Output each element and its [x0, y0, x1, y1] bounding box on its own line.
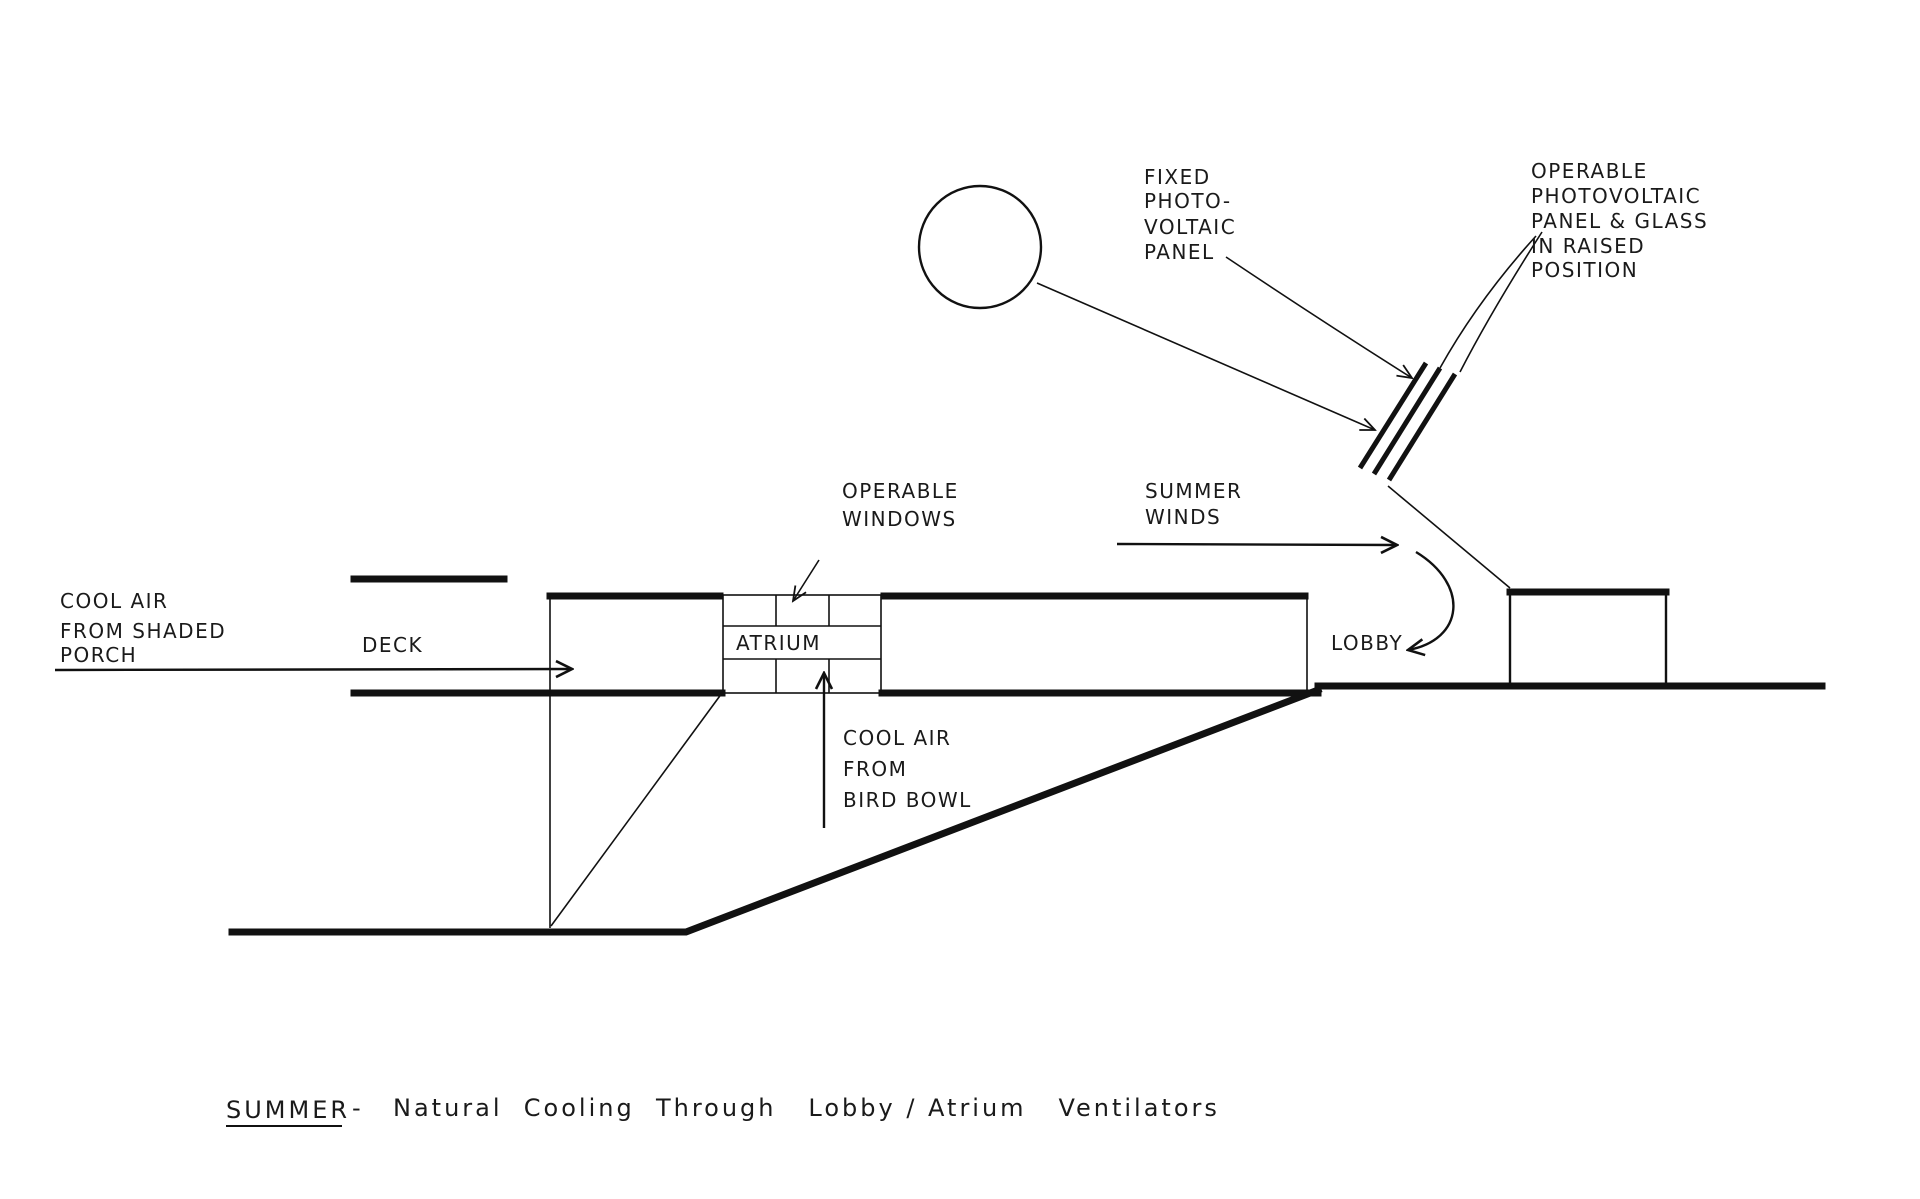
label-line: FIXED [1144, 165, 1211, 189]
photovoltaic-panels [1357, 361, 1458, 482]
label-deck: DECK [362, 633, 423, 657]
label-line: PHOTOVOLTAIC [1531, 184, 1701, 208]
curved-arrow-icon [1408, 550, 1455, 650]
label-line: PORCH [60, 643, 137, 667]
label-line: PANEL [1144, 240, 1215, 264]
label-atrium: ATRIUM [736, 631, 821, 655]
label-line: PANEL & GLASS [1531, 209, 1708, 233]
label-line: COOL AIR [843, 726, 951, 750]
caption-season: SUMMER [226, 1096, 350, 1124]
label-summer-winds: SUMMER WINDS [1145, 479, 1242, 529]
operable-panel-pointer-2 [1459, 231, 1543, 373]
sun-icon [917, 184, 1043, 310]
porch-air-arrow [54, 669, 572, 670]
label-line: VOLTAIC [1144, 215, 1236, 239]
label-line: IN RAISED [1531, 234, 1645, 258]
sun-ray-pointer [1036, 282, 1375, 430]
label-line: COOL AIR [60, 589, 168, 613]
label-line: WINDOWS [842, 507, 957, 531]
label-operable-windows: OPERABLE WINDOWS [842, 479, 959, 531]
summer-winds-arrow [1116, 544, 1397, 545]
label-line: OPERABLE [1531, 159, 1648, 183]
lobby-building [1508, 590, 1668, 686]
label-line: BIRD BOWL [843, 788, 972, 812]
label-operable-pv-panel: OPERABLE PHOTOVOLTAIC PANEL & GLASS IN R… [1531, 159, 1708, 282]
label-line: PHOTO- [1144, 189, 1232, 213]
label-line: FROM [843, 757, 907, 781]
label-line: POSITION [1531, 258, 1638, 282]
label-cool-air-porch: COOL AIR FROM SHADED PORCH [60, 589, 226, 667]
caption-description: Natural Cooling Through Lobby / Atrium V… [393, 1094, 1220, 1122]
caption-separator: - [352, 1094, 364, 1122]
brace [550, 692, 723, 927]
lobby-slope [1387, 485, 1511, 589]
operable-panel-pointer-1 [1439, 235, 1537, 369]
label-line: WINDS [1145, 505, 1221, 529]
fixed-panel-pointer [1225, 256, 1412, 378]
label-line: SUMMER [1145, 479, 1242, 503]
ground-line [228, 685, 1323, 936]
label-line: FROM SHADED [60, 619, 226, 643]
label-cool-air-bird-bowl: COOL AIR FROM BIRD BOWL [843, 726, 972, 812]
caption: SUMMER - Natural Cooling Through Lobby /… [226, 1094, 1220, 1127]
label-lobby: LOBBY [1331, 631, 1403, 655]
operable-windows-pointer [793, 559, 820, 601]
label-line: OPERABLE [842, 479, 959, 503]
label-fixed-pv-panel: FIXED PHOTO- VOLTAIC PANEL [1144, 165, 1236, 264]
